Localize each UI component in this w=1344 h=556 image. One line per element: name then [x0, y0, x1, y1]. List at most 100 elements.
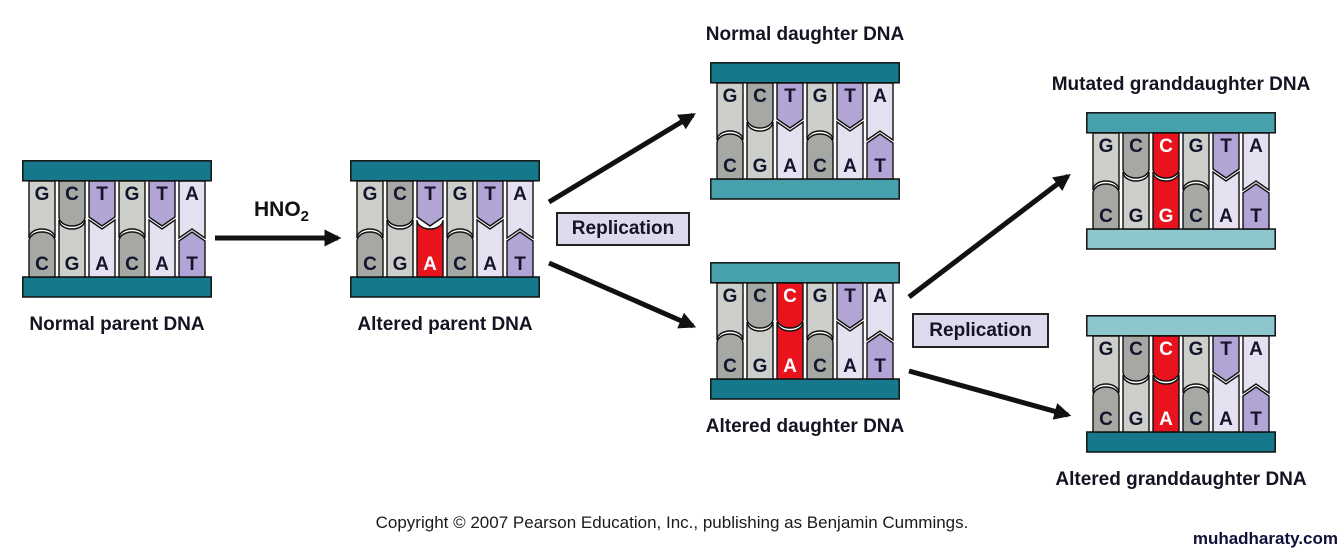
replication-box-2: Replication — [912, 313, 1049, 348]
base-letter: C — [753, 286, 767, 307]
base-letter: C — [35, 254, 49, 275]
base-letter: C — [1129, 339, 1143, 360]
base-A: A — [836, 320, 864, 380]
base-T: T — [836, 282, 864, 329]
base-shape-vnotch — [776, 120, 804, 180]
base-C: C — [1182, 386, 1210, 433]
base-G: G — [1092, 335, 1120, 394]
base-T: T — [1212, 335, 1240, 382]
base-C: C — [806, 333, 834, 380]
base-letter: A — [843, 356, 857, 377]
base-letter: C — [1159, 339, 1173, 360]
base-C: C — [716, 133, 744, 180]
base-shape-cup — [806, 82, 834, 141]
base-C: C — [58, 180, 86, 227]
base-G: G — [806, 282, 834, 341]
base-C: C — [1092, 183, 1120, 230]
base-letter: G — [723, 286, 738, 307]
base-shape-point — [148, 180, 176, 227]
base-shape-round — [58, 180, 86, 227]
base-shape-vnotch — [1212, 373, 1240, 433]
base-A: A — [88, 218, 116, 278]
base-letter: G — [723, 86, 738, 107]
base-letter: C — [813, 356, 827, 377]
base-letter: C — [1099, 409, 1113, 430]
top-backbone-light — [1086, 315, 1276, 337]
base-letter: G — [1099, 136, 1114, 157]
base-shape-vnotch — [1212, 170, 1240, 230]
base-letter: T — [186, 254, 198, 275]
base-shape-vnotch — [506, 180, 534, 240]
base-letter: G — [1099, 339, 1114, 360]
bottom-backbone-dark — [350, 276, 540, 298]
base-shape-cup — [386, 219, 414, 278]
base-T: T — [866, 333, 894, 380]
base-T: T — [178, 231, 206, 278]
base-letter: G — [125, 184, 140, 205]
base-shape-cup — [28, 180, 56, 239]
base-shape-point — [506, 231, 534, 278]
base-shape-vnotch — [148, 218, 176, 278]
base-letter: C — [453, 254, 467, 275]
base-letter: C — [723, 156, 737, 177]
base-C-altered: C — [1152, 335, 1180, 382]
top-backbone-dark — [22, 160, 212, 182]
base-letter: A — [1219, 409, 1233, 430]
molecule-label: Altered daughter DNA — [705, 416, 905, 437]
base-letter: T — [514, 254, 526, 275]
base-C: C — [746, 82, 774, 129]
base-shape-vnotch — [866, 282, 894, 342]
base-G: G — [716, 82, 744, 141]
base-letter: C — [125, 254, 139, 275]
base-letter: T — [156, 184, 168, 205]
base-T: T — [1242, 183, 1270, 230]
base-shape-cup — [1122, 171, 1150, 230]
base-shape-point — [776, 82, 804, 129]
base-T: T — [88, 180, 116, 227]
base-letter: G — [1129, 206, 1144, 227]
base-C: C — [1182, 183, 1210, 230]
bottom-backbone-dark — [710, 378, 900, 400]
base-C: C — [806, 133, 834, 180]
base-shape-round — [746, 282, 774, 329]
bottom-backbone-dark — [22, 276, 212, 298]
base-G: G — [1122, 374, 1150, 433]
base-shape-vnotch — [836, 320, 864, 380]
base-shape-round — [356, 231, 384, 278]
base-shape-round — [386, 180, 414, 227]
base-shape-vnotch — [1242, 335, 1270, 395]
base-A: A — [506, 180, 534, 240]
base-shape-round — [1152, 335, 1180, 382]
base-T: T — [416, 180, 444, 227]
base-shape-cup — [416, 219, 444, 278]
base-shape-cup — [1092, 335, 1120, 394]
base-shape-vnotch — [178, 180, 206, 240]
replication-box-label: Replication — [571, 218, 675, 239]
base-shape-point — [1212, 335, 1240, 382]
top-backbone-medium — [1086, 112, 1276, 134]
base-G-altered: G — [1152, 171, 1180, 230]
base-letter: C — [723, 356, 737, 377]
base-A: A — [836, 120, 864, 180]
base-A: A — [1212, 170, 1240, 230]
base-shape-cup — [1182, 335, 1210, 394]
base-shape-vnotch — [866, 82, 894, 142]
base-shape-round — [716, 133, 744, 180]
molecule-label: Normal parent DNA — [29, 314, 205, 335]
base-shape-round — [1122, 132, 1150, 179]
base-letter: C — [1099, 206, 1113, 227]
base-letter: A — [783, 156, 797, 177]
base-letter: G — [65, 254, 80, 275]
base-shape-round — [446, 231, 474, 278]
base-shape-round — [118, 231, 146, 278]
base-shape-round — [806, 133, 834, 180]
base-shape-point — [866, 333, 894, 380]
base-G: G — [58, 219, 86, 278]
base-letter: C — [1129, 136, 1143, 157]
